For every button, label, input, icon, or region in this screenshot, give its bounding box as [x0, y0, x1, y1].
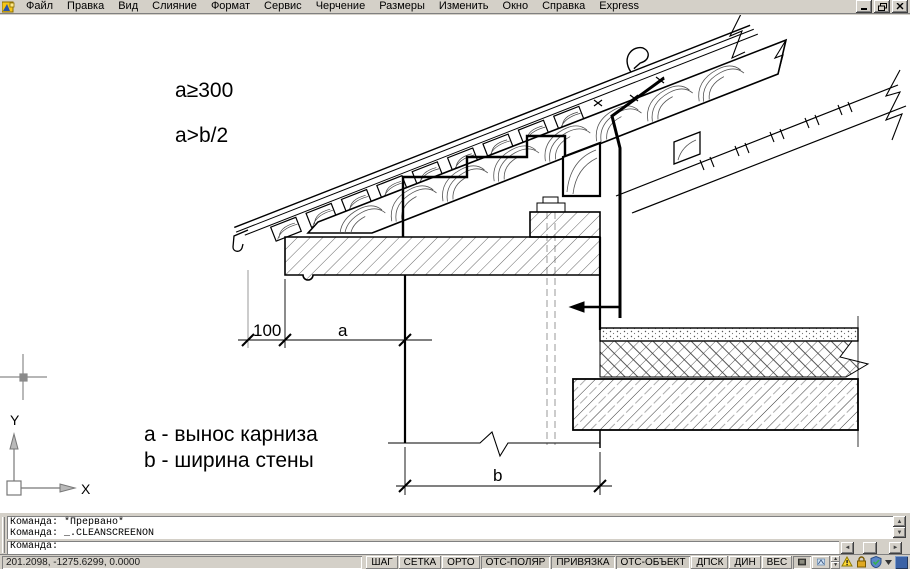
scroll-left-icon[interactable]: ◄	[841, 542, 854, 554]
legend-line1: a - вынос карниза	[144, 423, 318, 446]
toggle-otrack[interactable]: ОТС-ОБЪЕКТ	[615, 555, 691, 569]
toggle-lwt[interactable]: ВЕС	[761, 555, 793, 569]
menu-view[interactable]: Вид	[118, 0, 139, 12]
toggle-ortho[interactable]: ОРТО	[442, 555, 480, 569]
ucs-y-label: Y	[10, 412, 20, 428]
menu-bar: Файл Правка Вид Слияние Формат Сервис Че…	[0, 0, 910, 14]
menu-express[interactable]: Express	[599, 0, 640, 12]
window-controls	[856, 0, 910, 13]
dimension-b	[396, 447, 612, 495]
scroll-down-icon[interactable]: ▼	[893, 527, 906, 538]
menu-edit[interactable]: Правка	[67, 0, 105, 12]
close-icon[interactable]	[892, 0, 908, 13]
command-history-line2: Команда: _.CLEANSCREENON	[10, 528, 155, 539]
hscroll-thumb[interactable]	[863, 542, 877, 554]
clean-screen-icon[interactable]	[895, 555, 908, 569]
menu-modify[interactable]: Изменить	[438, 0, 489, 12]
dim-b-label: b	[493, 466, 502, 485]
command-input[interactable]: Команда:	[7, 541, 839, 554]
status-bar: 201.2098, -1275.6299, 0.0000 ШАГ СЕТКА О…	[0, 554, 910, 569]
model-space-icon[interactable]	[793, 555, 812, 569]
toggle-osnap[interactable]: ПРИВЯЗКА	[551, 555, 615, 569]
crosshair-cursor[interactable]	[0, 354, 47, 400]
menu-file[interactable]: Файл	[26, 0, 54, 12]
dock-grip-handle[interactable]	[2, 517, 5, 553]
wall-lines	[388, 237, 602, 458]
toggle-snap[interactable]: ШАГ	[366, 555, 398, 569]
warning-overlay-icon[interactable]	[841, 556, 853, 568]
coordinate-readout[interactable]: 201.2098, -1275.6299, 0.0000	[2, 555, 363, 569]
menu-help[interactable]: Справка	[542, 0, 586, 12]
mauerlat-beam	[561, 141, 602, 198]
app-icon[interactable]	[2, 1, 15, 13]
mortar-pad	[529, 211, 601, 238]
menu-tools[interactable]: Сервис	[264, 0, 302, 12]
command-dock: Команда: *Прервано* Команда: _.CLEANSCRE…	[0, 512, 910, 554]
ucs-icon	[6, 432, 77, 496]
lock-icon[interactable]	[856, 556, 867, 568]
ucs-x-label: X	[81, 481, 91, 497]
spinner-icon[interactable]: ▲▼	[831, 555, 840, 569]
menu-window[interactable]: Окно	[502, 0, 529, 12]
minimize-icon[interactable]	[856, 0, 872, 13]
formula-bottom: a>b/2	[175, 124, 228, 147]
step-outline	[401, 134, 567, 237]
menu-draw[interactable]: Черчение	[315, 0, 366, 12]
cornice-slab	[284, 236, 601, 281]
roof-sheathing	[234, 24, 759, 242]
menu-dimension[interactable]: Размеры	[379, 0, 425, 12]
dimension-100-a	[238, 270, 432, 348]
drawing-area[interactable]: 100 a b a≥300 a>b/2 a - вынос карниза b …	[0, 11, 910, 512]
break-marks	[728, 11, 903, 141]
roof-continuation	[615, 84, 907, 214]
membrane-leader	[568, 76, 665, 318]
command-hscrollbar[interactable]: ◄ ►	[841, 542, 906, 554]
status-tray	[841, 555, 910, 569]
drawing-canvas[interactable]: 100 a b a≥300 a>b/2 a - вынос карниза b …	[0, 11, 910, 512]
menu-merge[interactable]: Слияние	[152, 0, 197, 12]
toggle-ducs[interactable]: ДПСК	[691, 555, 729, 569]
toggle-grid[interactable]: СЕТКА	[398, 555, 442, 569]
legend-line2: b - ширина стены	[144, 449, 314, 472]
command-history-line1: Команда: *Прервано*	[10, 517, 125, 528]
menu-format[interactable]: Формат	[210, 0, 251, 12]
floor-slab	[572, 316, 870, 447]
toggle-polar[interactable]: ОТС-ПОЛЯР	[480, 555, 551, 569]
standing-seam-icon	[626, 46, 649, 73]
drip-edge	[232, 229, 249, 252]
toggle-dyn[interactable]: ДИН	[729, 555, 761, 569]
dim-a-label: a	[338, 321, 348, 340]
restore-icon[interactable]	[874, 0, 890, 13]
command-history[interactable]: Команда: *Прервано* Команда: _.CLEANSCRE…	[7, 516, 893, 539]
scroll-right-icon[interactable]: ►	[889, 542, 902, 554]
scroll-up-icon[interactable]: ▲	[893, 516, 906, 527]
formula-top: a≥300	[175, 79, 233, 102]
dim-100-label: 100	[253, 321, 281, 340]
annotation-scale-icon[interactable]	[812, 555, 831, 569]
command-scrollbar[interactable]: ▲ ▼	[893, 516, 906, 539]
shield-check-icon[interactable]	[870, 556, 882, 568]
dropdown-caret-icon[interactable]	[885, 559, 892, 565]
